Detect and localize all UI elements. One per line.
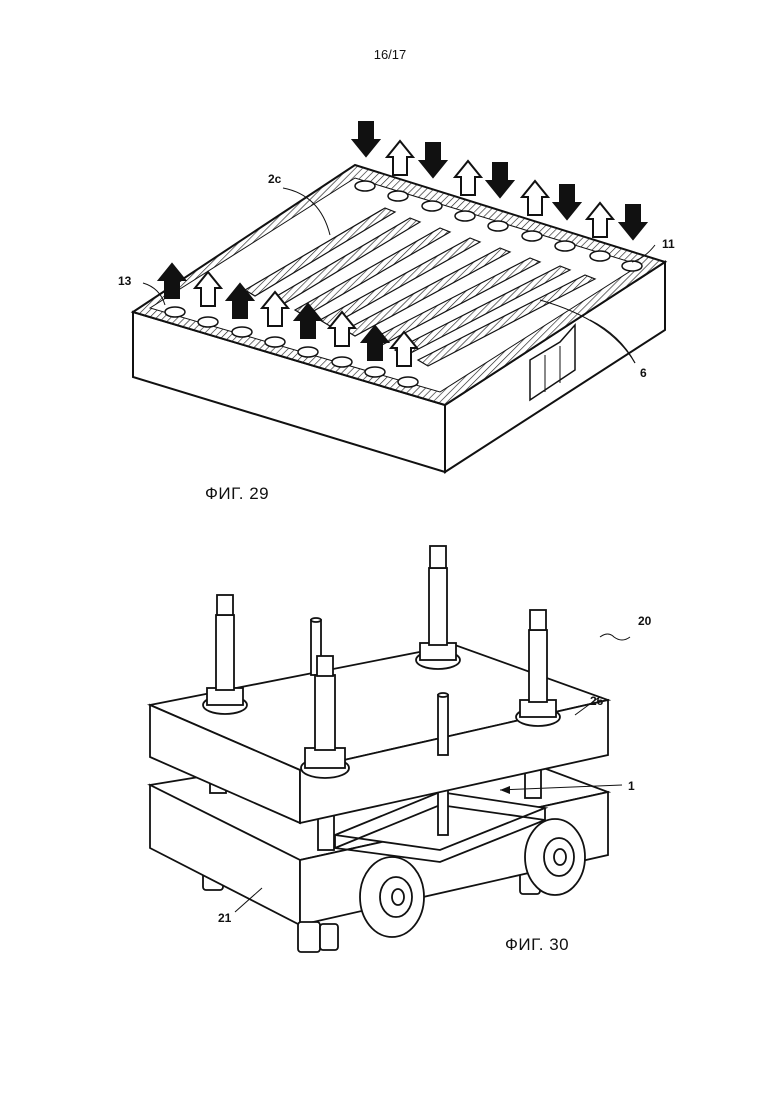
bolt-left (203, 595, 247, 714)
label-1: 1 (628, 779, 635, 793)
label-20: 20 (638, 614, 652, 628)
wheel-right (525, 819, 585, 895)
guide-pin-lower (438, 790, 448, 835)
wheel-front (360, 857, 424, 937)
label-26: 26 (590, 694, 604, 708)
guide-pin-front (438, 695, 448, 755)
bolt-back (416, 546, 460, 669)
label-21: 21 (218, 911, 232, 925)
foot-bolt-front (298, 922, 320, 952)
bolt-right (516, 610, 560, 726)
pillar-stub-front (318, 815, 334, 850)
press-assembly (150, 546, 608, 952)
figure-30-caption: ФИГ. 30 (505, 935, 569, 955)
